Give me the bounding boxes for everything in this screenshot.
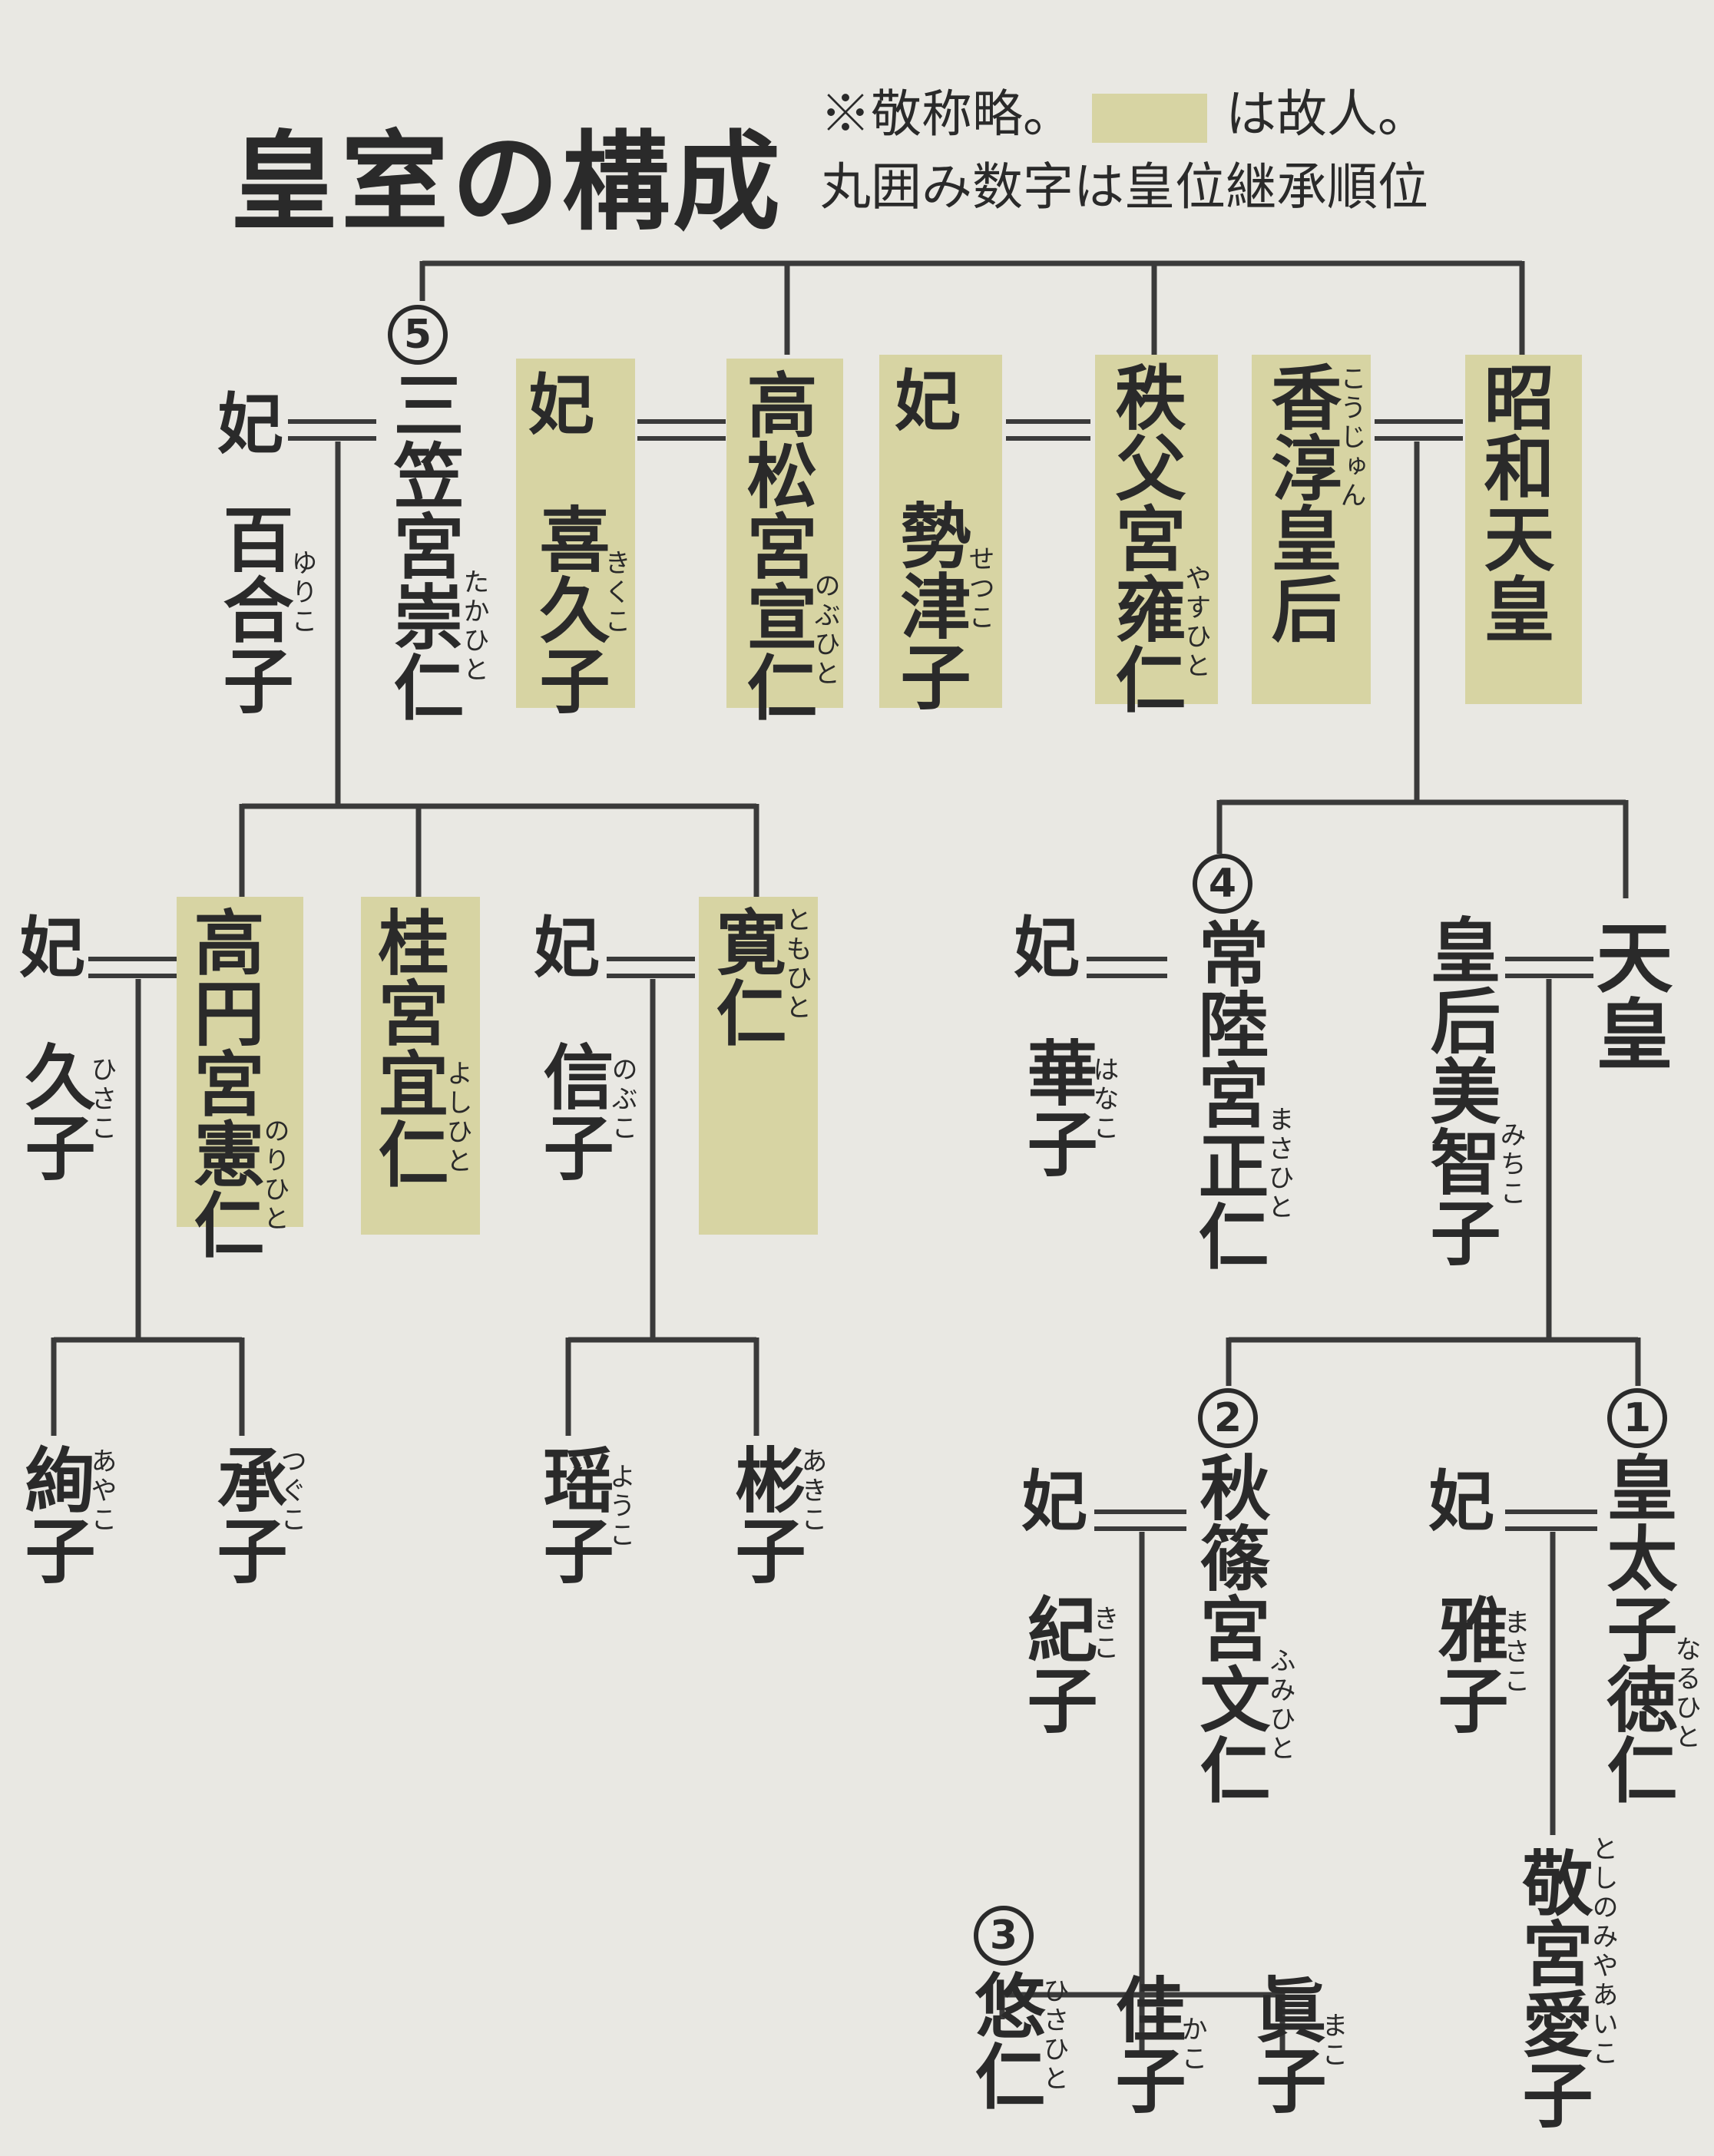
deceased-highlight-kojun bbox=[1252, 355, 1371, 704]
deceased-highlight-kikuko bbox=[516, 359, 635, 708]
spouse-label-kiko: 妃 bbox=[1021, 1463, 1087, 1540]
legend-note: ※敬称略。 は故人。 bbox=[820, 73, 1428, 147]
succession-note: 丸囲み数字は皇位継承順位 bbox=[820, 157, 1428, 217]
deceased-highlight-setsuko bbox=[879, 355, 1002, 708]
person-takamatsu: 高松宮宣仁 bbox=[735, 369, 818, 722]
ruby-yuriko: ゆりこ bbox=[286, 549, 317, 637]
ruby-hanako: はなこ bbox=[1088, 1056, 1119, 1143]
ruby-hitachi: まさひと bbox=[1263, 1106, 1294, 1222]
ruby-kikuko: きくこ bbox=[600, 549, 630, 637]
person-mako: 眞子 bbox=[1244, 1973, 1327, 2115]
deceased-highlight-showa bbox=[1465, 355, 1582, 704]
succession-rank-2: 2 bbox=[1198, 1388, 1258, 1448]
person-mikasa: 三笠宮崇仁 bbox=[382, 369, 465, 722]
ruby-akiko: あきこ bbox=[796, 1447, 827, 1535]
ruby-michiko: みちこ bbox=[1495, 1121, 1526, 1209]
ruby-katsura: よしひと bbox=[442, 1060, 472, 1176]
ruby-chichibu: やすひと bbox=[1180, 564, 1211, 681]
ruby-aiko: としのみやあいこ bbox=[1587, 1835, 1618, 2068]
ruby-kako: かこ bbox=[1176, 2015, 1207, 2074]
person-kako: 佳子 bbox=[1104, 1973, 1186, 2115]
person-hanako: 華子 bbox=[1015, 1037, 1098, 1178]
page-title: 皇室の構成 bbox=[230, 120, 784, 246]
ruby-yoko: ようこ bbox=[604, 1463, 635, 1550]
person-tomohito: 寛仁 bbox=[704, 906, 787, 1047]
person-tenno: 天皇 bbox=[1583, 918, 1673, 1071]
person-crownprince: 皇太子徳仁 bbox=[1595, 1451, 1678, 1804]
spouse-label-masako: 妃 bbox=[1428, 1463, 1494, 1540]
person-takamado: 高円宮憲仁 bbox=[182, 906, 265, 1259]
person-yoko: 瑶子 bbox=[531, 1443, 614, 1585]
person-kikuko: 喜久子 bbox=[528, 503, 610, 715]
person-katsura: 桂宮宜仁 bbox=[366, 906, 449, 1189]
person-hisako: 久子 bbox=[13, 1040, 96, 1182]
person-kojun: 香淳皇后 bbox=[1259, 361, 1342, 643]
honorific-note: ※敬称略。 bbox=[820, 84, 1074, 144]
deceased-swatch bbox=[1092, 94, 1207, 143]
spouse-label-hanako: 妃 bbox=[1014, 909, 1080, 987]
ruby-ayako: あやこ bbox=[86, 1447, 117, 1535]
spouse-label-yuriko: 妃 bbox=[217, 385, 283, 463]
deceased-highlight-chichibu bbox=[1095, 355, 1218, 704]
person-chichibu: 秩父宮雍仁 bbox=[1104, 361, 1186, 714]
ruby-mikasa: たかひと bbox=[458, 568, 489, 685]
ruby-hisako: ひさこ bbox=[86, 1056, 117, 1143]
deceased-highlight-takamatsu bbox=[726, 359, 843, 708]
person-aiko: 敬宮愛子 bbox=[1511, 1847, 1593, 2129]
ruby-tsuguko: つぐこ bbox=[276, 1447, 306, 1535]
ruby-hisahito: ひさひと bbox=[1038, 1977, 1069, 2094]
succession-rank-1: 1 bbox=[1607, 1388, 1667, 1448]
ruby-kojun: こうじゅん bbox=[1335, 365, 1366, 511]
deceased-highlight-takamado bbox=[177, 897, 303, 1227]
person-setsuko: 勢津子 bbox=[888, 499, 971, 711]
ruby-mako: まこ bbox=[1317, 2012, 1348, 2070]
spouse-label-kikuko: 妃 bbox=[528, 366, 594, 444]
ruby-crownprince: なるひと bbox=[1670, 1635, 1701, 1752]
person-yuriko: 百合子 bbox=[211, 503, 294, 715]
ruby-nobuko: のぶこ bbox=[607, 1056, 637, 1143]
spouse-label-setsuko: 妃 bbox=[895, 362, 961, 440]
person-kiko: 紀子 bbox=[1015, 1593, 1098, 1734]
person-nobuko: 信子 bbox=[531, 1040, 614, 1182]
ruby-takamatsu: のぶひと bbox=[809, 572, 840, 689]
person-akishino: 秋篠宮文仁 bbox=[1188, 1451, 1271, 1804]
spouse-label-nobuko: 妃 bbox=[534, 909, 600, 987]
ruby-masako: まさこ bbox=[1499, 1609, 1530, 1696]
person-hitachi: 常陸宮正仁 bbox=[1186, 918, 1269, 1271]
person-masako: 雅子 bbox=[1426, 1593, 1509, 1734]
deceased-highlight-katsura bbox=[361, 897, 480, 1235]
ruby-setsuko: せつこ bbox=[964, 545, 994, 633]
succession-rank-3: 3 bbox=[974, 1906, 1034, 1966]
person-showa: 昭和天皇 bbox=[1472, 361, 1555, 643]
succession-rank-5: 5 bbox=[388, 305, 448, 365]
succession-rank-4: 4 bbox=[1193, 854, 1252, 914]
person-tsuguko: 承子 bbox=[205, 1443, 288, 1585]
person-akiko: 彬子 bbox=[723, 1443, 806, 1585]
deceased-highlight-tomohito bbox=[699, 897, 818, 1235]
ruby-takamado: のりひと bbox=[259, 1117, 290, 1234]
ruby-tomohito: ともひと bbox=[781, 906, 812, 1023]
deceased-note: は故人。 bbox=[1226, 84, 1428, 144]
ruby-kiko: きこ bbox=[1088, 1605, 1119, 1663]
person-ayako: 絢子 bbox=[13, 1443, 96, 1585]
person-hisahito: 悠仁 bbox=[963, 1969, 1046, 2111]
person-michiko: 皇后美智子 bbox=[1418, 914, 1501, 1267]
ruby-akishino: ふみひと bbox=[1265, 1647, 1295, 1764]
spouse-label-hisako: 妃 bbox=[19, 909, 85, 987]
